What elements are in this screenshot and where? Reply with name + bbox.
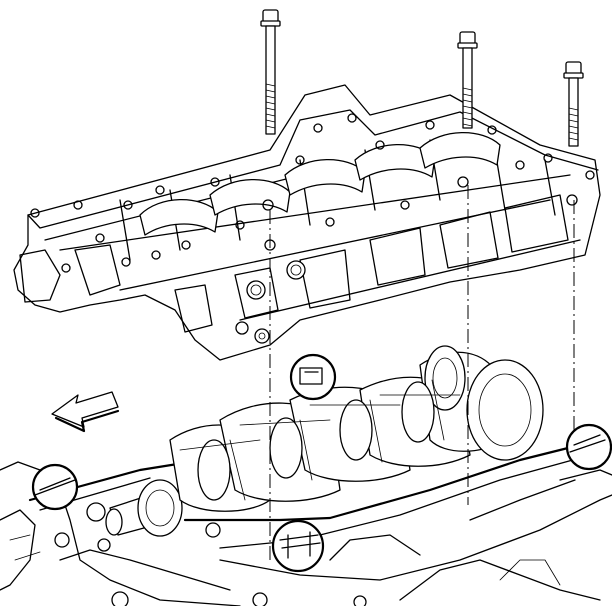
bolt-left [260,9,281,135]
front-direction-arrow [51,391,120,433]
bolt-right [563,61,584,147]
lower-crankcase [13,84,601,361]
callout-circle-1 [31,463,79,511]
engine-block [0,461,612,606]
alignment-lines [269,185,575,560]
callout-circle-3 [271,519,325,573]
bolt-middle [457,31,478,129]
callout-circle-4 [565,423,612,471]
callout-circle-2 [289,353,337,401]
